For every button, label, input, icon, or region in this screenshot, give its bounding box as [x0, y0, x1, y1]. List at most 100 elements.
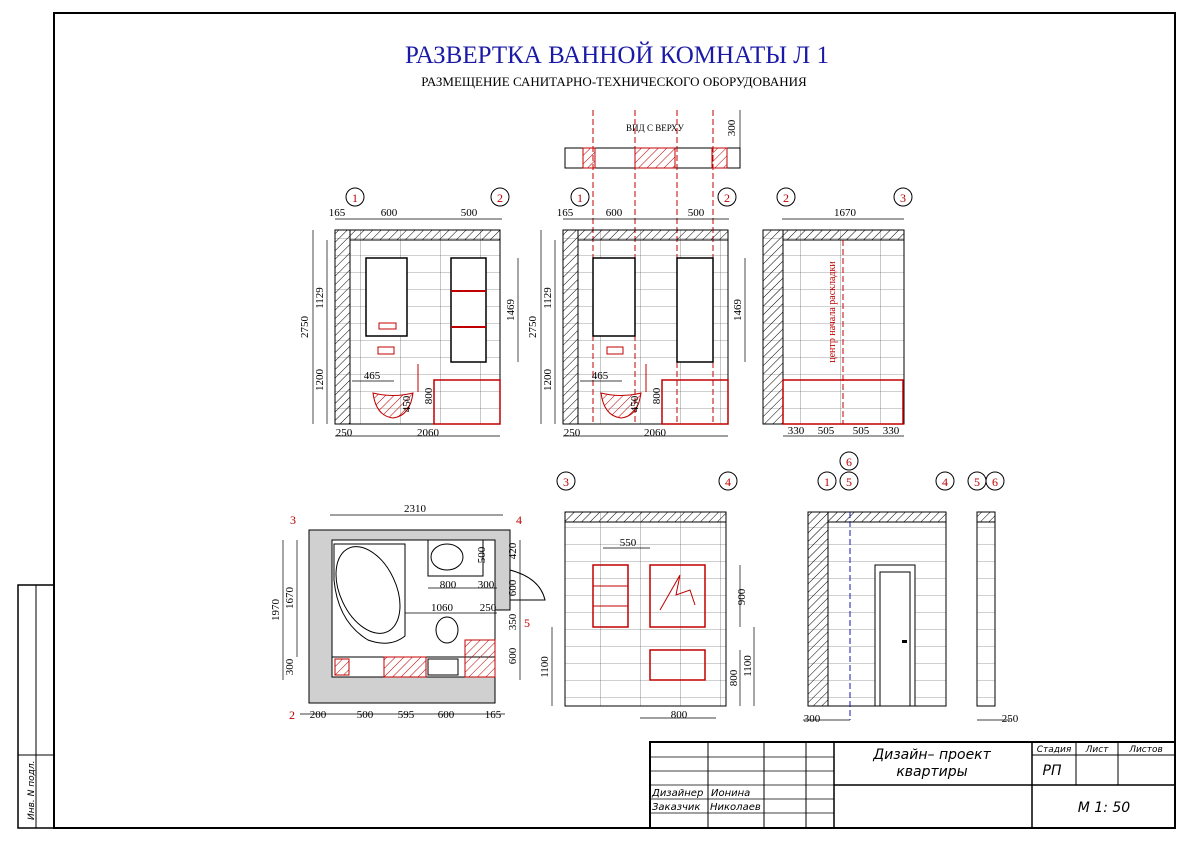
project-name: Дизайн– проект — [872, 747, 991, 763]
dim-label: 420 — [507, 542, 519, 559]
dim-label: 595 — [398, 709, 415, 721]
axis-marker: 4 — [942, 475, 948, 489]
dim-label: 350 — [507, 613, 519, 630]
axis-marker: 3 — [563, 475, 569, 489]
dim-label: 300 — [478, 579, 495, 591]
dim-label: 330 — [883, 425, 900, 437]
dim-label: 1469 — [505, 299, 517, 322]
dim-label: 600 — [606, 207, 623, 219]
top-view-dim: 300 — [726, 119, 738, 136]
sheet-header: Лист — [1085, 745, 1110, 755]
dim-label: 1670 — [834, 207, 857, 219]
center-label: центр начала раскладки — [827, 261, 838, 363]
side-label: Инв. N подл. — [27, 761, 37, 820]
corner-label: 3 — [290, 513, 296, 527]
dim-label: 800 — [728, 669, 740, 686]
sheet-frame — [53, 12, 1176, 829]
project-name-2: квартиры — [896, 764, 967, 780]
axis-marker: 1 — [577, 191, 583, 205]
designer-name: Ионина — [711, 788, 750, 799]
dim-label: 600 — [438, 709, 455, 721]
dim-label: 165 — [329, 207, 346, 219]
dim-label: 1970 — [270, 599, 282, 622]
dim-label: 1129 — [542, 287, 554, 309]
dim-label: 600 — [381, 207, 398, 219]
dim-label: 200 — [310, 709, 327, 721]
dim-label: 250 — [336, 427, 353, 439]
elevation-1: 1 2 165 600 500 2750 1129 1200 1469 465 … — [299, 187, 519, 439]
axis-marker: 6 — [846, 455, 852, 469]
dim-label: 800 — [671, 709, 688, 721]
stage-value: РП — [1043, 763, 1062, 779]
dim-label: 450 — [401, 395, 413, 412]
dim-label: 2060 — [644, 427, 667, 439]
elevation-6: 5 6 250 — [967, 471, 1019, 725]
axis-marker: 2 — [724, 191, 730, 205]
dim-label: 505 — [853, 425, 870, 437]
dim-label: 1129 — [314, 287, 326, 309]
sheets-header: Листов — [1128, 745, 1163, 755]
dim-label: 500 — [476, 546, 488, 563]
dim-label: 1200 — [314, 369, 326, 392]
elevation-3: 2 3 1670 центр начала раскладки 330 505 … — [762, 187, 913, 437]
axis-marker: 5 — [846, 475, 852, 489]
page-title: РАЗВЕРТКА ВАННОЙ КОМНАТЫ Л 1 — [405, 41, 829, 69]
top-view: ВИД С ВЕРХУ 300 — [564, 110, 741, 169]
dim-label: 550 — [620, 537, 637, 549]
elevation-5: 1 5 6 4 300 — [803, 451, 955, 725]
dim-label: 450 — [629, 395, 641, 412]
dim-label: 2750 — [299, 316, 311, 339]
title-block: Дизайн– проект квартиры Стадия Лист Лист… — [649, 741, 1176, 829]
stage-header: Стадия — [1037, 745, 1072, 755]
dim-label: 165 — [485, 709, 502, 721]
dim-label: 1469 — [732, 299, 744, 322]
dim-label: 800 — [651, 387, 663, 404]
designer-label: Дизайнер — [651, 788, 703, 799]
dim-label: 600 — [507, 647, 519, 664]
dim-label: 2750 — [527, 316, 539, 339]
elevation-4: 3 4 550 900 1100 800 1100 800 — [539, 471, 755, 721]
dim-label: 900 — [736, 588, 748, 605]
dim-label: 465 — [364, 370, 381, 382]
axis-marker: 2 — [783, 191, 789, 205]
axis-marker: 1 — [824, 475, 830, 489]
dim-label: 1670 — [284, 587, 296, 610]
dim-label: 500 — [357, 709, 374, 721]
axis-marker: 6 — [992, 475, 998, 489]
dim-label: 250 — [480, 602, 497, 614]
dim-label: 2310 — [404, 503, 427, 515]
top-view-label: ВИД С ВЕРХУ — [626, 123, 685, 133]
dim-label: 500 — [461, 207, 478, 219]
dim-label: 250 — [564, 427, 581, 439]
floor-plan: 3 4 5 6 1 2 2310 1970 1670 300 420 500 6… — [270, 503, 546, 722]
dim-label: 300 — [284, 658, 296, 675]
dim-label: 800 — [423, 387, 435, 404]
axis-marker: 4 — [725, 475, 731, 489]
dim-label: 1200 — [542, 369, 554, 392]
corner-label: 4 — [516, 513, 522, 527]
axis-marker: 2 — [497, 191, 503, 205]
dim-label: 250 — [1002, 713, 1019, 725]
axis-marker: 1 — [352, 191, 358, 205]
dim-label: 1100 — [742, 655, 754, 677]
dim-label: 330 — [788, 425, 805, 437]
dim-label: 2060 — [417, 427, 440, 439]
dim-label: 1060 — [431, 602, 454, 614]
client-label: Заказчик — [652, 802, 700, 813]
corner-label: 2 — [289, 708, 295, 722]
axis-marker: 3 — [900, 191, 906, 205]
axis-marker: 5 — [974, 475, 980, 489]
elevation-2: 1 2 165 600 500 2750 1129 1200 1469 465 … — [527, 187, 746, 439]
scale-value: М 1: 50 — [1078, 800, 1131, 816]
binding-strip: Инв. N подл. — [17, 584, 55, 829]
client-name: Николаев — [710, 802, 761, 813]
dim-label: 1100 — [539, 656, 551, 678]
dim-label: 600 — [507, 579, 519, 596]
dim-label: 800 — [440, 579, 457, 591]
dim-label: 165 — [557, 207, 574, 219]
dim-label: 500 — [688, 207, 705, 219]
dim-label: 465 — [592, 370, 609, 382]
page-subtitle: РАЗМЕЩЕНИЕ САНИТАРНО-ТЕХНИЧЕСКОГО ОБОРУД… — [421, 74, 807, 89]
dim-label: 505 — [818, 425, 835, 437]
